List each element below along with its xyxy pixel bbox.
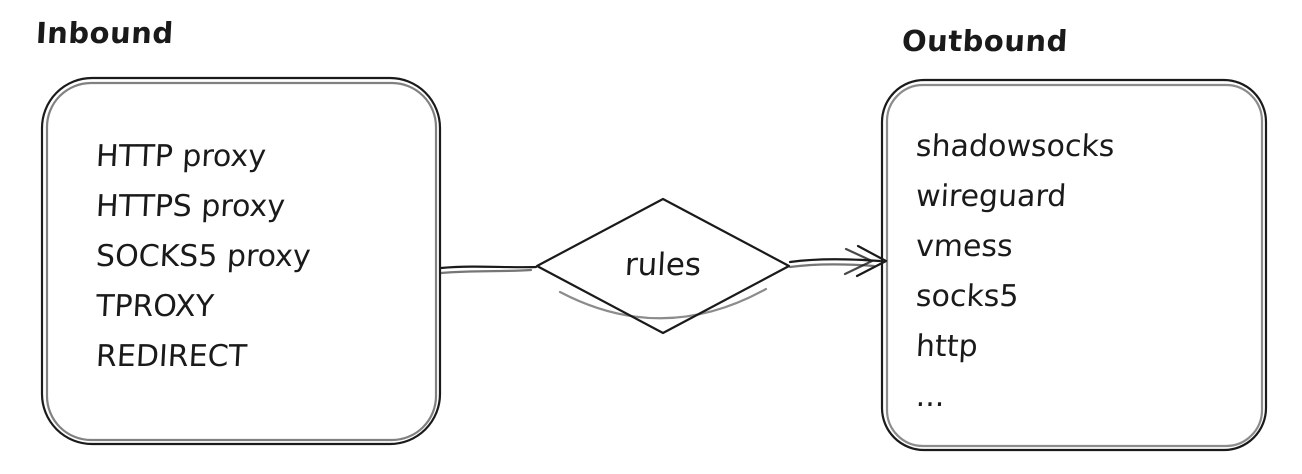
inbound-box-sketch-stroke (45, 81, 438, 442)
inbound-item-tproxy: TPROXY (95, 289, 215, 324)
inbound-item-http-proxy: HTTP proxy (95, 139, 267, 174)
arrowhead-icon (855, 244, 888, 278)
inbound-to-rules-connector (439, 265, 538, 270)
outbound-item-wireguard: wireguard (915, 179, 1068, 214)
outbound-item-http: http (915, 329, 979, 364)
outbound-box (880, 78, 1268, 452)
inbound-list: HTTP proxy HTTPS proxy SOCKS5 proxy TPRO… (95, 132, 312, 382)
inbound-item-socks5-proxy: SOCKS5 proxy (95, 239, 312, 274)
inbound-title: Inbound (35, 16, 175, 50)
rules-label: rules (623, 247, 703, 283)
rules-to-outbound-arrow-sketch (788, 263, 876, 269)
outbound-title: Outbound (901, 24, 1069, 58)
inbound-to-rules-connector-sketch (439, 268, 533, 275)
arrowhead-icon-inner (843, 247, 874, 276)
outbound-item-shadowsocks: shadowsocks (915, 129, 1116, 164)
outbound-item-ellipsis: ... (915, 379, 946, 414)
inbound-item-redirect: REDIRECT (95, 339, 248, 374)
outbound-box-sketch-stroke (885, 83, 1264, 448)
rules-diamond (535, 197, 791, 335)
outbound-item-vmess: vmess (915, 229, 1014, 264)
outbound-list: shadowsocks wireguard vmess socks5 http … (915, 122, 1116, 422)
inbound-box (40, 76, 442, 446)
inbound-item-https-proxy: HTTPS proxy (95, 189, 286, 224)
outbound-item-socks5: socks5 (915, 279, 1020, 314)
rules-diamond-sketch-stroke (558, 287, 768, 320)
